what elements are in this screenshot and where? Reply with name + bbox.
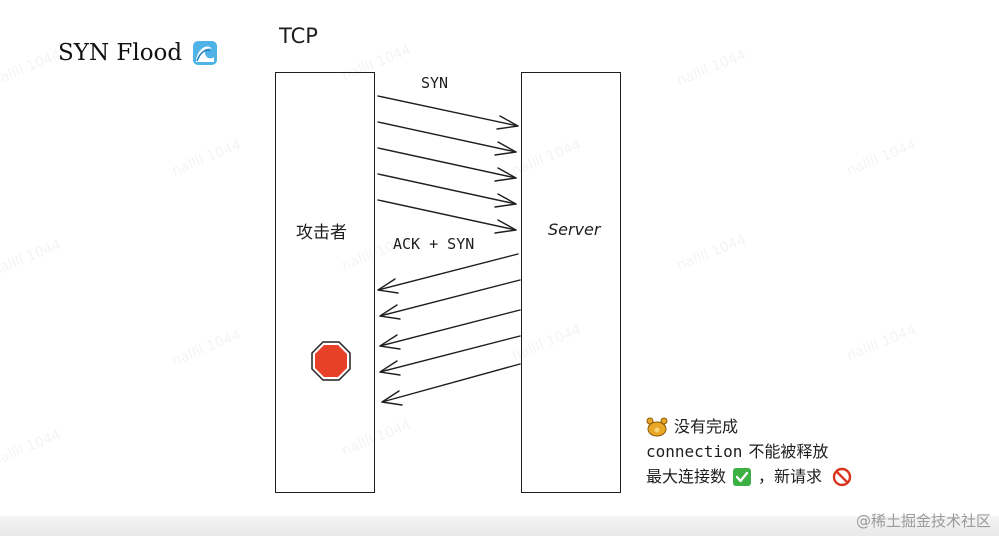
note-line-1-text: 没有完成	[674, 417, 739, 436]
notes: 没有完成 connection 不能被释放 最大连接数 ，新请求	[646, 414, 852, 489]
ack-syn-arrow	[381, 363, 521, 406]
note-line-1: 没有完成	[646, 414, 852, 439]
note-line-3-suffix: ，新请求	[758, 467, 823, 486]
check-mark-icon	[733, 467, 752, 486]
attacker-label: 攻击者	[296, 223, 347, 243]
syn-arrow	[377, 199, 517, 234]
ack-syn-arrow	[379, 279, 521, 320]
site-watermark: @稀土掘金技术社区	[855, 512, 991, 530]
connection-code: connection	[646, 442, 743, 461]
title-text: SYN Flood	[58, 40, 183, 66]
stop-sign-icon	[311, 341, 351, 381]
prohibited-icon	[832, 467, 852, 486]
syn-arrow	[377, 173, 517, 208]
server-label: Server	[548, 220, 601, 239]
note-line-3: 最大连接数 ，新请求	[646, 464, 852, 489]
ack-syn-arrow	[379, 335, 521, 376]
protocol-label: TCP	[279, 24, 318, 48]
ack-syn-arrow	[377, 253, 519, 294]
ack-syn-label: ACK + SYN	[393, 235, 475, 253]
syn-arrow	[377, 147, 517, 182]
syn-label: SYN	[421, 74, 449, 92]
footer-bar	[0, 516, 999, 536]
syn-arrow	[377, 121, 517, 156]
syn-arrow	[377, 95, 519, 130]
server-box	[521, 72, 621, 493]
note-line-3-text: 最大连接数	[646, 467, 727, 486]
page-title: SYN Flood	[58, 40, 218, 66]
ack-syn-arrow	[379, 309, 521, 350]
paw-icon	[646, 417, 668, 436]
water-wave-icon	[193, 41, 218, 65]
attacker-box	[275, 72, 375, 493]
note-line-2-text: 不能被释放	[748, 442, 829, 461]
note-line-2: connection 不能被释放	[646, 439, 852, 464]
